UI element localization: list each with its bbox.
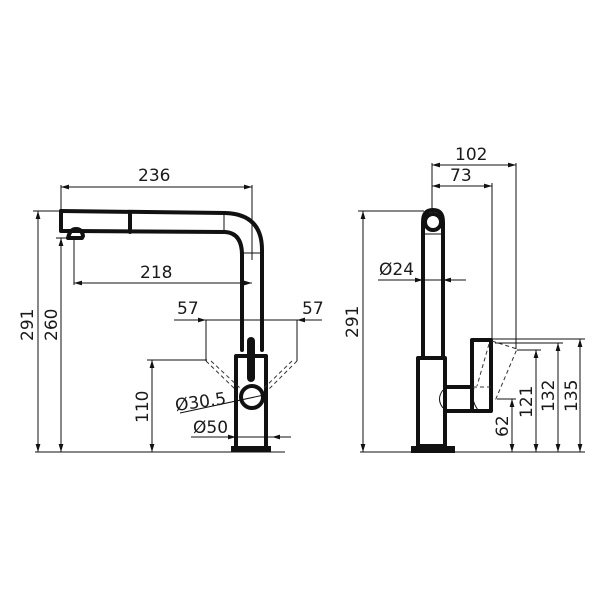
lever-knob: [239, 384, 265, 410]
dim-73: 73: [450, 166, 472, 186]
dim-110: 110: [133, 391, 153, 423]
dim-260: 260: [42, 309, 62, 341]
dim-dia-30-5: Ø30.5: [174, 389, 228, 416]
base-plate: [231, 446, 271, 452]
spout-head-circle: [423, 212, 443, 232]
dim-132: 132: [539, 380, 559, 412]
outlet-nozzle: [66, 227, 85, 240]
dim-dia-50: Ø50: [193, 418, 228, 438]
dim-dia-24: Ø24: [379, 260, 414, 280]
spout-outer-outline: [59, 209, 264, 352]
spout-inner-outline: [59, 209, 244, 352]
faucet-body-side: [416, 356, 447, 448]
dim-135: 135: [562, 380, 582, 412]
dim-218: 218: [140, 263, 172, 283]
dim-62: 62: [493, 415, 513, 437]
dim-57-left: 57: [177, 299, 199, 319]
dim-121: 121: [517, 386, 537, 418]
dim-57-right: 57: [302, 299, 324, 319]
lever-block: [470, 338, 493, 413]
dim-291-front: 291: [18, 309, 38, 341]
base-plate-side: [411, 446, 455, 453]
spout-tube: [421, 208, 445, 359]
dim-236: 236: [138, 166, 170, 186]
dim-291-side: 291: [343, 306, 363, 338]
front-view: 236 218 291 260 57 57 110 Ø30.5 Ø50: [18, 166, 324, 453]
dim-102: 102: [455, 145, 487, 165]
side-view: 102 73 Ø24 291 62 121 132 135: [343, 145, 585, 453]
lever-handle: [247, 337, 255, 382]
